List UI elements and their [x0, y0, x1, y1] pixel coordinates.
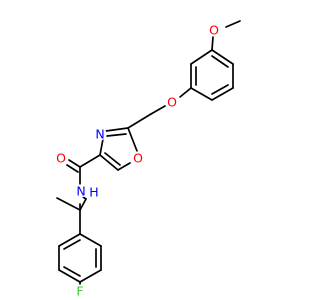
molecule-structure: O O N O O N H F [54, 20, 241, 299]
ring-b-bond [58, 269, 81, 283]
atom-label-knockout [73, 284, 87, 298]
carbonyl-double-bond [66, 164, 79, 173]
ring-b-double-bond [63, 239, 81, 250]
ch-methyl-bond [56, 197, 81, 211]
oxazole-c5-o1-bond [117, 162, 131, 171]
oxazole-o1-c2-bond [127, 127, 138, 152]
atom-label-knockout [54, 151, 68, 165]
atom-label-knockout [131, 151, 145, 165]
atom-label-knockout [93, 127, 107, 141]
oxazole-oxygen-label: O [133, 151, 143, 166]
carbonyl-oxygen-label: O [56, 151, 66, 166]
oxazole-nitrogen-label: N [95, 127, 104, 142]
atom-label-knockout [87, 185, 101, 199]
ether-aryl-bond [179, 87, 192, 98]
oxazole-c2-n3-double-bond [105, 127, 129, 132]
methyl-bond [225, 20, 241, 28]
ring-a-double-bond [211, 84, 229, 95]
ring-b-bond [79, 269, 102, 283]
oxazole-c4-c5-double-bond [99, 154, 119, 171]
fluorine-label: F [76, 284, 83, 299]
ether-oxygen-label: O [167, 95, 177, 110]
ring-b-bond [58, 233, 81, 247]
bond-layer [56, 20, 241, 286]
methoxy-oxygen-label: O [209, 23, 219, 38]
atom-label-knockout [74, 184, 88, 198]
oxazole-carbonyl-bond [79, 154, 101, 168]
oxazole-c2-n3-double-bond [106, 133, 127, 137]
atom-label-knockout [207, 23, 221, 37]
amide-nitrogen-label: N [76, 184, 85, 199]
atom-label-knockout [165, 95, 179, 109]
ring-a-bond [190, 87, 213, 101]
ether-ch2-bond [150, 105, 166, 115]
ring-a-bond [190, 49, 213, 65]
ring-a-bond [211, 49, 234, 65]
carbonyl-double-bond [68, 159, 81, 168]
ch2-oxazole-bond [127, 113, 152, 129]
oxazole-c4-c5-double-bond [104, 152, 121, 166]
ring-a-double-bond [211, 55, 229, 68]
ring-a-bond [211, 87, 234, 101]
ring-b-bond [79, 233, 102, 247]
oxazole-n3-c4-bond [99, 138, 104, 156]
methoxy-aryl-bond [211, 36, 214, 51]
amide-ch-bond [79, 198, 87, 211]
ring-b-double-bond [63, 266, 81, 277]
atom-label-layer: O O N O O N H F [56, 23, 219, 299]
amide-hydrogen-label: H [89, 185, 98, 200]
